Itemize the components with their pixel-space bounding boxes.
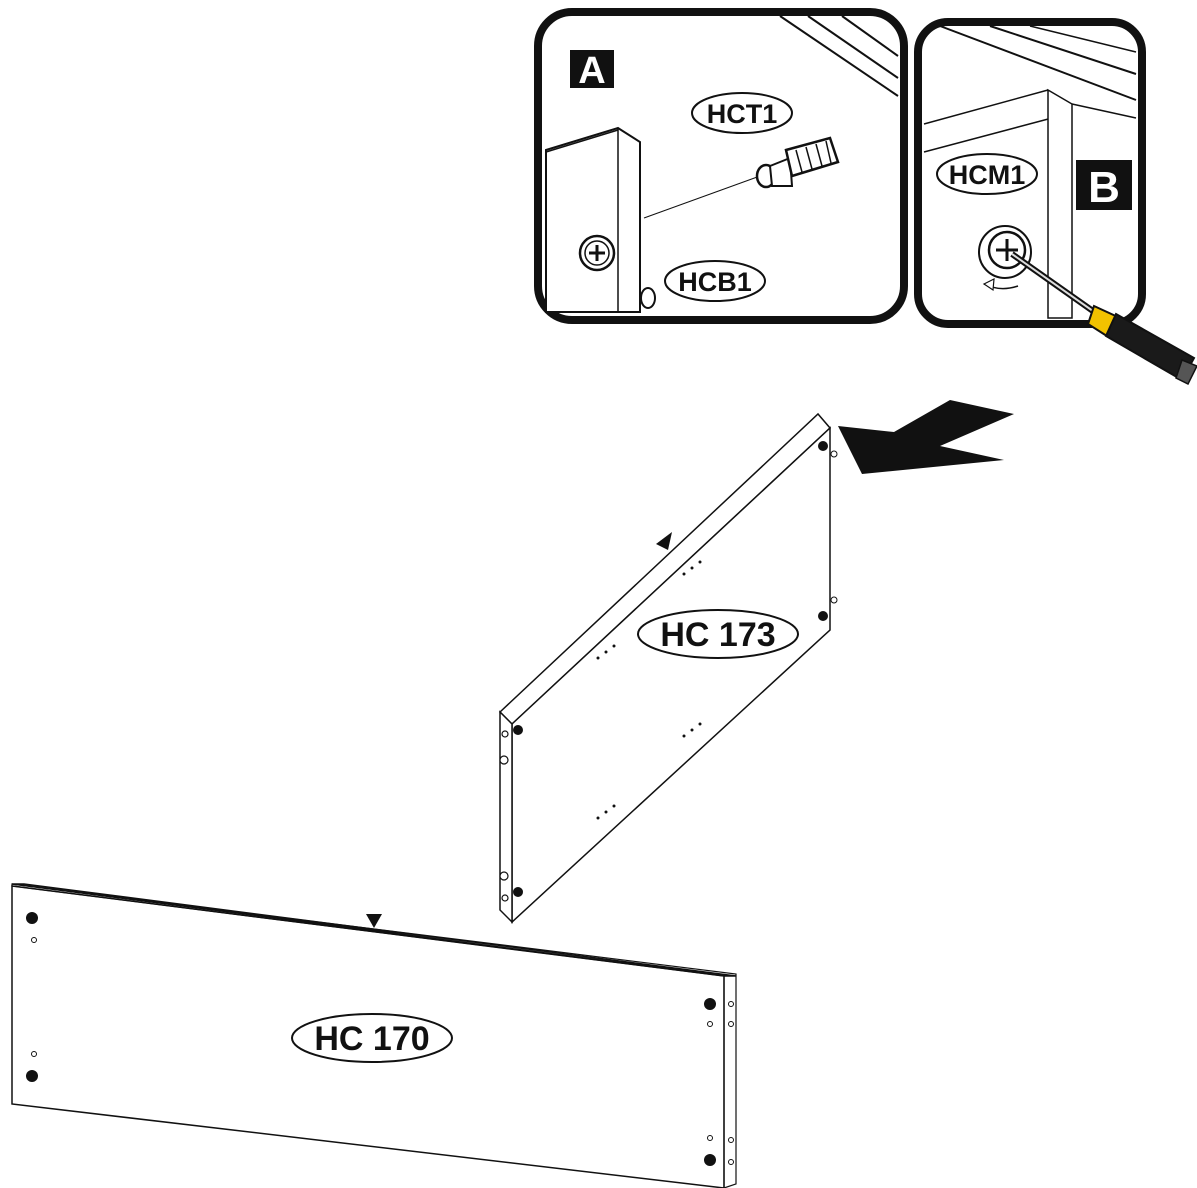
svg-text:HCM1: HCM1 <box>949 160 1026 190</box>
inset-a-tag: A <box>570 50 614 92</box>
svg-text:HCB1: HCB1 <box>678 267 752 297</box>
screwdriver-icon <box>1010 251 1197 386</box>
hct1-callout: HCT1 <box>691 92 793 134</box>
inset-a: A HCT1 HCB1 <box>534 8 908 324</box>
hc170-callout: HC 170 <box>291 1013 453 1063</box>
hc173-callout: HC 173 <box>637 609 799 659</box>
hcm1-callout: HCM1 <box>936 153 1038 195</box>
assembly-arrow-icon <box>838 400 1014 474</box>
svg-text:HCT1: HCT1 <box>707 99 778 129</box>
svg-text:HC 170: HC 170 <box>314 1020 429 1058</box>
svg-text:HC 173: HC 173 <box>660 616 775 654</box>
cam-pin-icon <box>755 136 840 189</box>
svg-text:B: B <box>1088 163 1120 212</box>
direction-marker-icon <box>656 532 672 550</box>
hcb1-callout: HCB1 <box>664 260 766 302</box>
direction-marker-icon <box>366 914 382 928</box>
side-panel-hc173: HC 173 <box>498 412 838 924</box>
front-panel-hc170: HC 170 <box>11 883 737 1188</box>
inset-b-tag: B <box>1076 160 1132 212</box>
inset-b: B HCM1 <box>914 18 1146 328</box>
svg-text:A: A <box>578 50 605 92</box>
screw-icon <box>578 234 616 272</box>
